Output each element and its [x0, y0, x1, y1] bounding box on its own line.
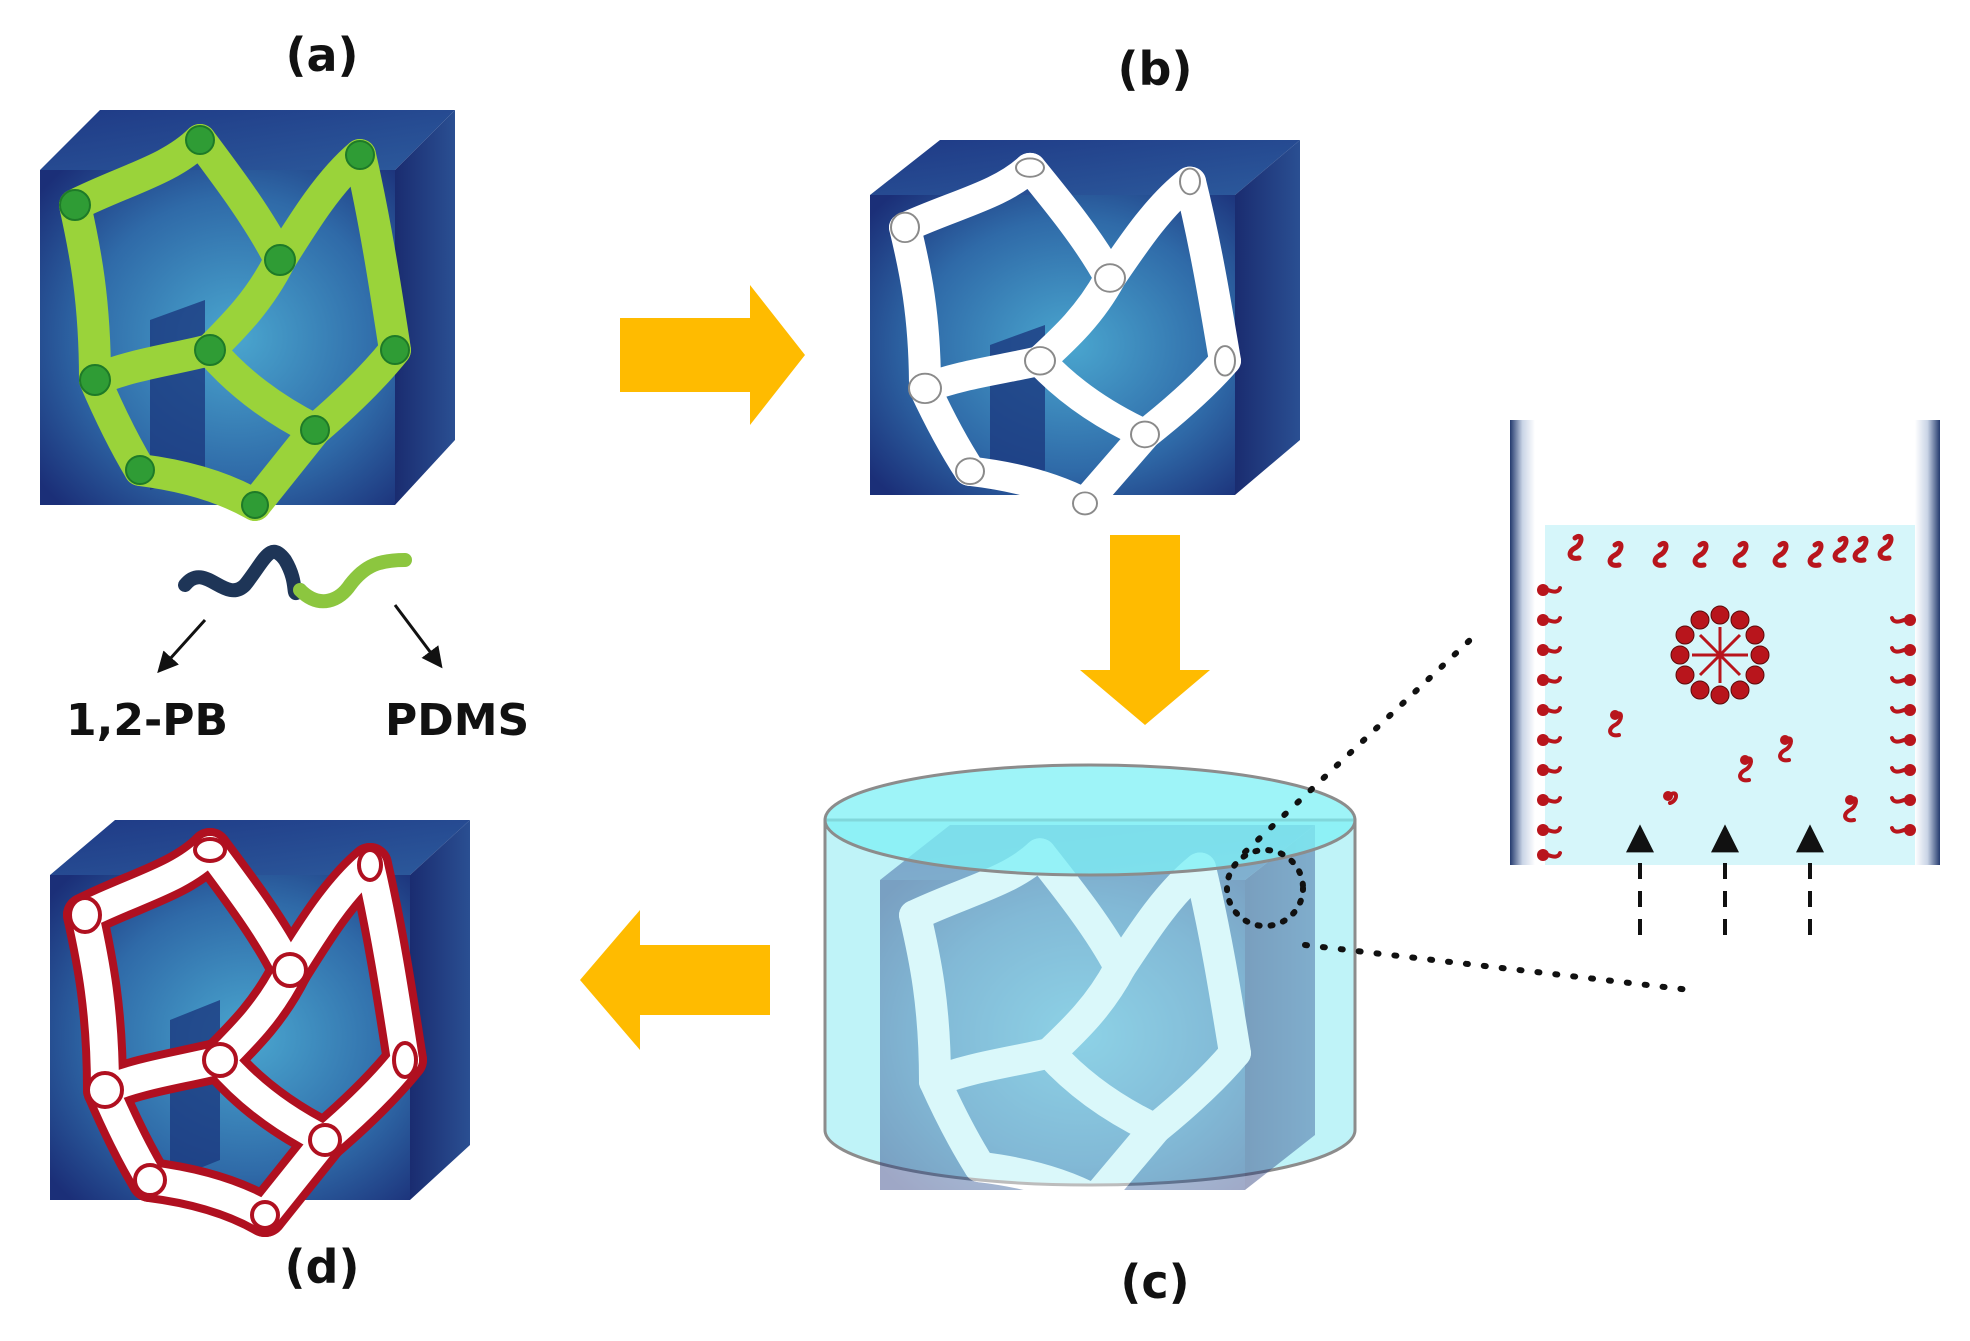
arrow-c-to-d	[580, 910, 770, 1050]
label-b: (b)	[1117, 42, 1193, 96]
inset-left-wall	[1510, 420, 1535, 865]
beaker-rim	[823, 763, 1357, 877]
flux-arrows	[1626, 824, 1824, 935]
node-outlines	[890, 157, 1236, 516]
label-d: (d)	[284, 1240, 360, 1294]
micelle	[1670, 605, 1770, 705]
inset-right-wall	[1915, 420, 1940, 865]
arrow-a-to-b	[620, 285, 805, 425]
cube-d	[50, 820, 470, 1228]
label-pb: 1,2-PB	[66, 695, 228, 746]
coated-nodes	[68, 837, 418, 1230]
cube-b	[870, 140, 1300, 514]
cube-c	[880, 825, 1315, 1200]
left-wall-surfactants	[1537, 584, 1549, 861]
zoom-inset	[1510, 420, 1940, 865]
right-wall-surfactants	[1904, 614, 1916, 836]
surface-surfactants	[1567, 533, 1894, 568]
diblock-chain	[157, 545, 443, 674]
label-c: (c)	[1120, 1255, 1190, 1309]
label-pdms: PDMS	[385, 695, 530, 746]
node-markers	[59, 125, 410, 519]
zoom-circle	[1224, 847, 1306, 929]
arrow-b-to-c	[1080, 535, 1210, 725]
zoom-line-bottom	[1302, 942, 1693, 993]
cube-a	[40, 110, 455, 518]
zoom-line-top	[1242, 637, 1473, 855]
label-a: (a)	[285, 28, 359, 82]
